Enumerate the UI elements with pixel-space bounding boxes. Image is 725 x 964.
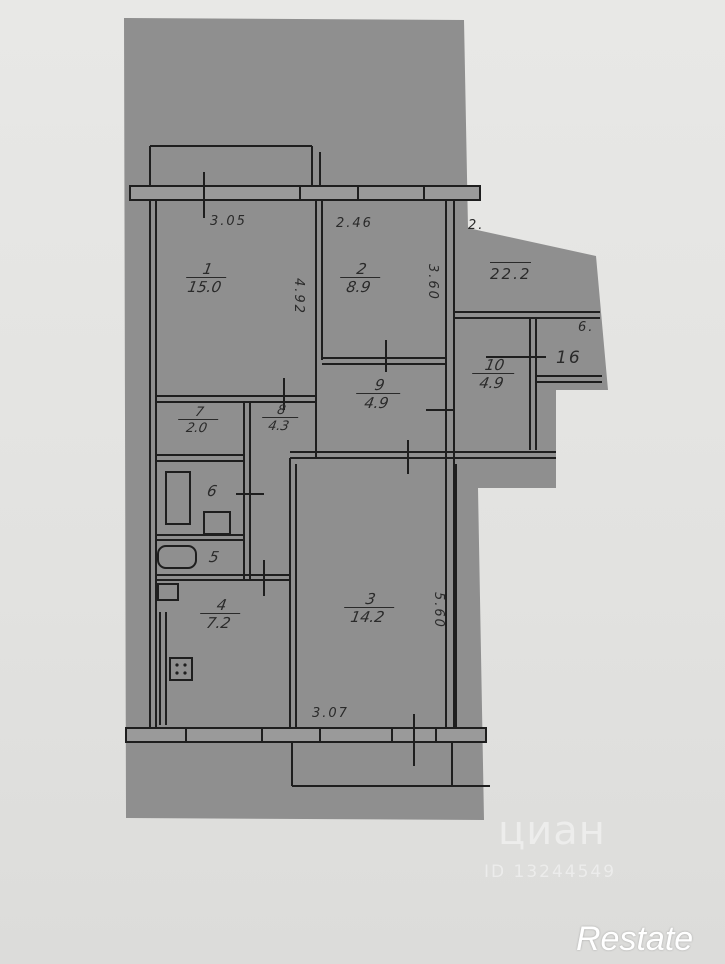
room-3-number: 3 [364,590,378,608]
room-1-number: 1 [201,260,215,278]
dim-room3-length: 5.60 [431,592,446,629]
room-4-number: 4 [215,596,229,614]
balcony-label: 16 [556,348,582,368]
restate-logo: Restate [576,920,694,958]
dim-room1-length: 4.92 [291,278,306,315]
room-5-label: 5 [203,548,226,566]
total-area-value: 22.2 [490,262,532,283]
dim-partial-top-right: 2. [468,218,485,233]
room-2-label: 2 8.9 [337,260,383,296]
cian-watermark: циан [498,808,606,854]
room-3-label: 3 14.2 [341,590,397,626]
room-7-area: 2.0 [175,419,219,436]
room-9-area: 4.9 [353,393,401,412]
room-6-number: 6 [205,482,219,500]
plan-background [124,18,608,820]
room-8-number: 8 [275,403,287,418]
room-10-area: 4.9 [469,373,515,392]
room-10-label: 10 4.9 [469,356,517,392]
room-7-number: 7 [193,405,205,420]
room-1-label: 1 15.0 [183,260,229,296]
room-4-area: 7.2 [197,613,241,632]
cian-id-watermark: ID 13244549 [484,862,617,882]
dim-room2-width: 2.46 [336,216,373,231]
room-6-label: 6 [201,482,224,500]
dim-room1-width: 3.05 [210,214,247,229]
dim-room3-width: 3.07 [312,706,349,721]
room-7-label: 7 2.0 [175,405,220,436]
room-3-area: 14.2 [341,607,395,626]
room-8-label: 8 4.3 [259,403,300,434]
room-2-area: 8.9 [337,277,381,296]
room-8-area: 4.3 [259,417,299,434]
room-1-area: 15.0 [183,277,227,296]
dim-room2-length: 3.60 [425,264,440,301]
room-2-number: 2 [355,260,369,278]
room-9-number: 9 [373,376,387,394]
room-10-number: 10 [483,356,506,374]
room-4-label: 4 7.2 [197,596,243,632]
dim-partial-right: 6. [578,320,595,335]
room-9-label: 9 4.9 [353,376,403,412]
room-5-number: 5 [207,548,221,566]
